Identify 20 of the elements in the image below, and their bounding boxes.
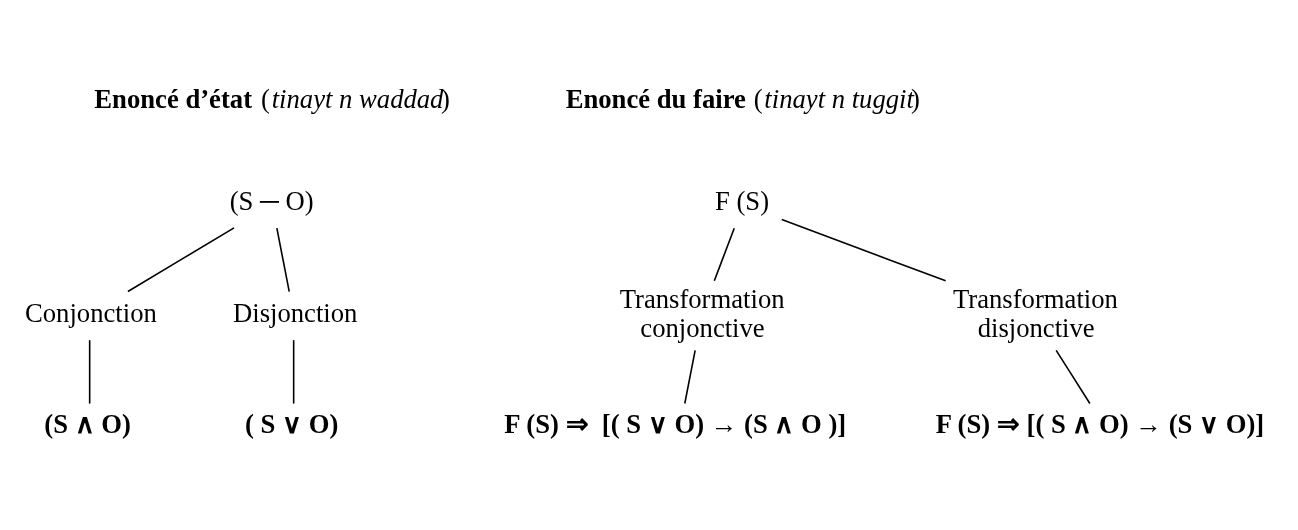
node-text: (S ∧ O) xyxy=(44,409,131,439)
connector xyxy=(1055,349,1091,405)
node-text: Conjonction xyxy=(25,298,157,329)
label: Enoncé du faire (tinayt n tuggit) xyxy=(565,83,920,114)
connector xyxy=(88,339,91,405)
node-text: ( S ∨ O) xyxy=(245,409,339,439)
connector xyxy=(780,218,947,282)
connector xyxy=(292,339,295,405)
connector xyxy=(713,227,736,282)
node-text: Disjonction xyxy=(233,298,358,329)
node-text: Transformation disjonctive xyxy=(953,283,1118,343)
connector xyxy=(684,349,696,405)
connector xyxy=(276,227,291,293)
node-text: F (S) xyxy=(715,186,770,217)
node-text: F (S) ⇒ [( S ∧ O) → (S ∨ O)] xyxy=(935,409,1265,439)
node-text: Transformation conjonctive xyxy=(619,283,785,343)
node-text: F (S) ⇒ [( S ∨ O) → (S ∧ O )] xyxy=(504,409,847,439)
node-text: (S ─ O) xyxy=(229,186,314,217)
connector xyxy=(127,227,235,293)
label: Enoncé d’état (tinayt n waddad) xyxy=(94,83,450,114)
